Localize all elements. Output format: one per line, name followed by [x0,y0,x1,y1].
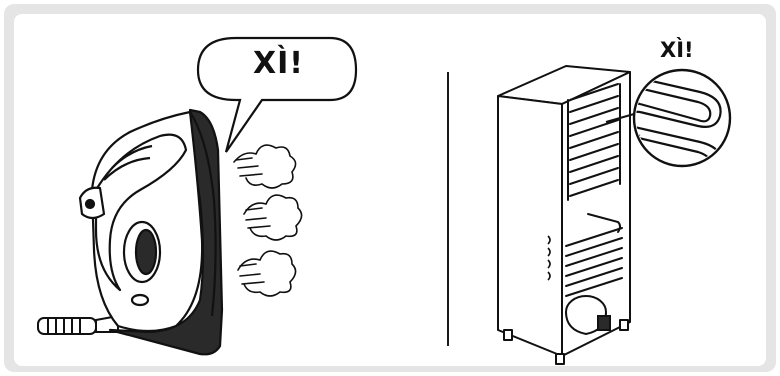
hiss-sound-label: XÌ! [660,38,694,62]
coil-zoom-circle [622,70,730,168]
